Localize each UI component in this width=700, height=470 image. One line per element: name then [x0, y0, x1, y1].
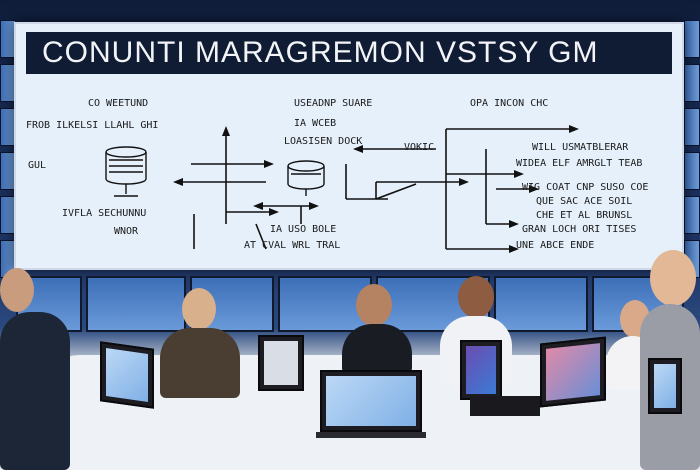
laptop	[540, 336, 610, 410]
diagram-drawing	[105, 125, 579, 253]
laptop	[316, 370, 426, 440]
note: FROB ILKELSI LLAHL GHI	[26, 120, 159, 131]
note: AT CVAL WRL TRAL	[244, 240, 341, 251]
note: VOKIC	[404, 142, 435, 153]
right-wall-screens	[684, 20, 700, 278]
note: LOASISEN DOCK	[284, 136, 363, 147]
note: WNOR	[114, 226, 139, 237]
note: UNE ABCE ENDE	[516, 240, 595, 251]
whiteboard-display: CONUNTI MARAGREMON VSTSY GM	[14, 22, 684, 270]
note: IA WCEB	[294, 118, 337, 129]
note: IVFLA SECHUNNU	[62, 208, 147, 219]
database-icon	[105, 146, 147, 197]
note: WIG COAT CNP SUSO COE	[522, 182, 649, 193]
note: USEADNP SUARE	[294, 98, 373, 109]
person	[0, 268, 80, 470]
note: WIDEA ELF AMRGLT TEAB	[516, 158, 643, 169]
note: QUE SAC ACE SOIL	[536, 196, 633, 207]
person	[150, 288, 240, 398]
note: GUL	[28, 160, 47, 171]
note: GRAN LOCH ORI TISES	[522, 224, 637, 235]
person	[340, 284, 420, 374]
note: IA USO BOLE	[270, 224, 337, 235]
board-title: CONUNTI MARAGREMON VSTSY GM	[26, 32, 672, 74]
laptop	[258, 335, 308, 395]
note: CHE ET AL BRUNSL	[536, 210, 633, 221]
laptop	[648, 358, 684, 418]
wall-monitor	[86, 276, 186, 332]
laptop	[100, 341, 160, 415]
laptop	[460, 340, 540, 420]
note: CO WEETUND	[88, 98, 149, 109]
note: OPA INCON CHC	[470, 98, 549, 109]
server-icon	[287, 160, 325, 196]
note: WILL USMATBLERAR	[532, 142, 629, 153]
wall-monitor	[494, 276, 588, 332]
